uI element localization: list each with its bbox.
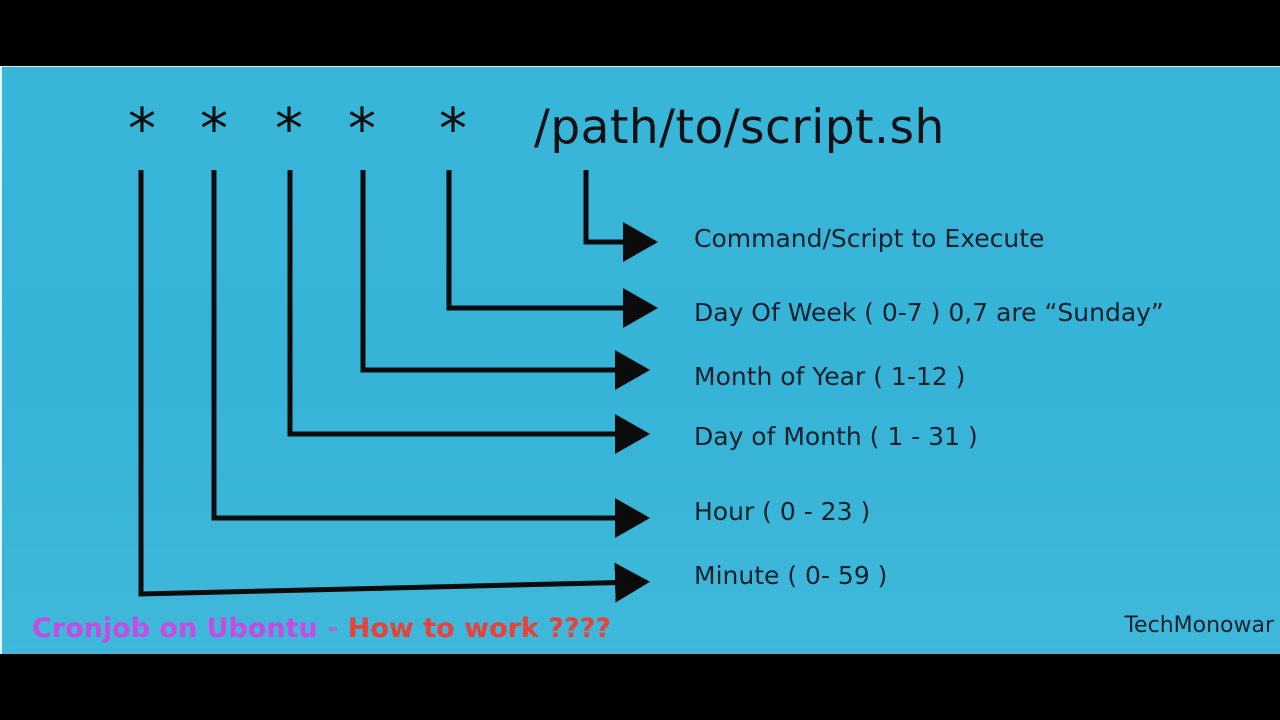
author-credit: TechMonowar <box>1124 613 1274 638</box>
caption-subtitle: How to work ???? <box>347 613 611 644</box>
label-month-of-year: Month of Year ( 1-12 ) <box>694 362 966 391</box>
month-field: * <box>345 97 379 162</box>
label-minute: Minute ( 0- 59 ) <box>694 561 888 590</box>
minute-field: * <box>125 97 159 162</box>
hour-connector <box>211 170 650 538</box>
diagram-panel: * * * * * /path/to/script.sh Command/Scr… <box>0 66 1280 654</box>
hour-field: * <box>197 97 231 162</box>
connector-lines <box>138 170 658 603</box>
label-hour: Hour ( 0 - 23 ) <box>694 497 871 526</box>
label-day-of-week: Day Of Week ( 0-7 ) 0,7 are “Sunday” <box>694 298 1164 327</box>
minute-connector <box>138 170 650 603</box>
day-of-week-connector <box>446 170 658 328</box>
day-of-week-field: * <box>436 97 470 162</box>
caption-title: Cronjob on Ubontu <box>32 613 318 644</box>
label-command: Command/Script to Execute <box>694 224 1045 253</box>
caption-separator: - <box>317 613 348 644</box>
script-path: /path/to/script.sh <box>534 100 945 155</box>
command-connector <box>583 170 658 262</box>
video-caption: Cronjob on Ubontu - How to work ???? <box>32 612 611 646</box>
day-of-month-connector <box>287 170 650 454</box>
day-of-month-field: * <box>272 97 306 162</box>
month-connector <box>360 170 650 390</box>
label-day-of-month: Day of Month ( 1 - 31 ) <box>694 422 978 451</box>
